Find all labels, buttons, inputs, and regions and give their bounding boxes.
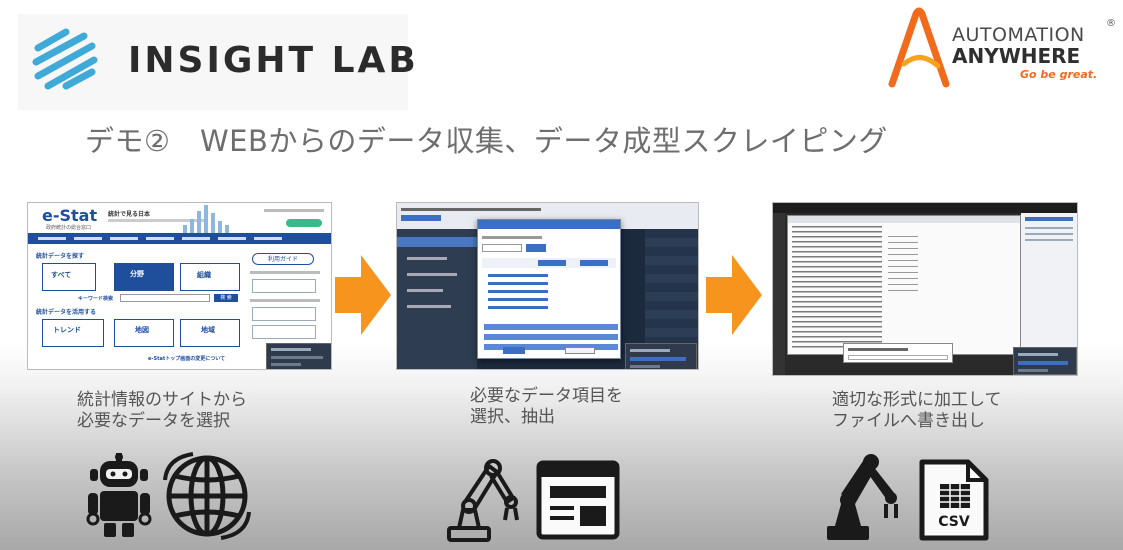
estat-top-links[interactable] bbox=[264, 209, 324, 212]
automation-anywhere-logo: AUTOMATION ANYWHERE Go be great. ® bbox=[880, 6, 1120, 98]
estat-side-links[interactable] bbox=[250, 271, 320, 341]
estat-tile-field[interactable]: 分野 bbox=[114, 263, 174, 291]
dialog-dropdown[interactable] bbox=[482, 244, 522, 252]
step2-caption-line1: 必要なデータ項目を bbox=[470, 386, 623, 406]
csv-output-screenshot bbox=[772, 202, 1078, 376]
estat-tile-org[interactable]: 組織 bbox=[180, 263, 240, 291]
dialog-column-header bbox=[482, 258, 616, 268]
csv-text-lines bbox=[792, 226, 882, 350]
estat-login-button[interactable] bbox=[286, 219, 322, 227]
robot-arm-icon bbox=[447, 459, 519, 542]
step3-caption-line2: ファイルへ書き出し bbox=[832, 411, 985, 431]
automation-anywhere-a-icon bbox=[888, 7, 950, 88]
estat-tile-map-label: 地図 bbox=[135, 326, 149, 334]
aa-wordmark-line1: AUTOMATION bbox=[952, 24, 1085, 46]
estat-use-heading: 統計データを活用する bbox=[36, 309, 97, 316]
dialog-cancel-button[interactable] bbox=[565, 347, 595, 354]
robot-icon bbox=[86, 453, 152, 537]
estat-tile-all[interactable]: すべて bbox=[42, 263, 96, 291]
estat-bar-graphic-icon bbox=[183, 205, 229, 233]
item-selection-dialog bbox=[477, 219, 621, 359]
globe-icon bbox=[163, 452, 251, 540]
insight-lab-stripes-icon bbox=[32, 28, 98, 90]
dialog-title-bar bbox=[478, 220, 620, 229]
step1-caption-line1: 統計情報のサイトから bbox=[77, 390, 247, 410]
estat-tile-field-label: 分野 bbox=[130, 270, 144, 278]
estat-header: e-Stat 政府統計の総合窓口 統計で見る日本 bbox=[28, 203, 331, 233]
step3-caption-line1: 適切な形式に加工して bbox=[832, 390, 1002, 410]
robot-arm-icon-2 bbox=[827, 454, 898, 540]
estat-tile-all-label: すべて bbox=[51, 271, 72, 279]
step1-caption: 統計情報のサイトから 必要なデータを選択 bbox=[77, 390, 247, 432]
bot-status-panel-3 bbox=[1013, 347, 1077, 375]
data-selection-screenshot bbox=[396, 202, 699, 370]
dialog-checkbox-list[interactable] bbox=[488, 274, 548, 314]
estat-nav-items bbox=[38, 237, 288, 240]
estat-bot-panel bbox=[266, 343, 331, 369]
estat-desc-line bbox=[108, 219, 208, 222]
csv-file-icon: CSV bbox=[918, 458, 990, 542]
estat-subtitle: 政府統計の総合窓口 bbox=[46, 225, 92, 231]
estat-tile-trend[interactable]: トレンド bbox=[42, 319, 104, 347]
text-editor-window bbox=[787, 215, 1021, 355]
estat-search-button[interactable]: 検 索 bbox=[214, 294, 238, 302]
insight-lab-logo: INSIGHT LAB bbox=[18, 14, 416, 110]
left-list bbox=[397, 229, 477, 369]
estat-tile-map[interactable]: 地図 bbox=[114, 319, 174, 347]
estat-guide-button[interactable]: 利用ガイド bbox=[252, 253, 314, 265]
dialog-dropdown-button[interactable] bbox=[526, 244, 546, 252]
save-dialog bbox=[843, 343, 953, 363]
estat-tile-region[interactable]: 地域 bbox=[180, 319, 240, 347]
csv-label: CSV bbox=[938, 514, 970, 530]
step2-caption: 必要なデータ項目を 選択、抽出 bbox=[470, 386, 623, 428]
estat-heading: 統計で見る日本 bbox=[108, 211, 151, 218]
estat-tile-region-label: 地域 bbox=[201, 326, 215, 334]
estat-screenshot: e-Stat 政府統計の総合窓口 統計で見る日本 統計データを探す すべて 分野… bbox=[27, 202, 332, 370]
step2-caption-line2: 選択、抽出 bbox=[470, 407, 555, 427]
estat-keyword-label: キーワード検索 bbox=[78, 296, 114, 302]
estat-tile-trend-label: トレンド bbox=[53, 326, 81, 334]
bot-status-panel-2 bbox=[625, 343, 697, 369]
insight-lab-text: INSIGHT LAB bbox=[128, 40, 419, 81]
estat-search-heading: 統計データを探す bbox=[36, 253, 85, 260]
aa-tagline: Go be great. bbox=[1020, 68, 1098, 81]
estat-news-title: e-Statトップ画面の変更について bbox=[148, 356, 226, 362]
estat-keyword-input[interactable] bbox=[120, 294, 210, 302]
process-arrow-1 bbox=[335, 255, 391, 335]
registered-mark: ® bbox=[1106, 18, 1116, 29]
estat-tile-org-label: 組織 bbox=[197, 271, 211, 279]
step1-caption-line2: 必要なデータを選択 bbox=[77, 411, 230, 431]
process-arrow-2 bbox=[706, 255, 762, 335]
estat-logo: e-Stat bbox=[42, 206, 98, 225]
step3-caption: 適切な形式に加工して ファイルへ書き出し bbox=[832, 390, 1002, 432]
left-sidebar bbox=[773, 213, 785, 375]
web-page-icon bbox=[536, 460, 620, 540]
estat-nav-bar[interactable] bbox=[28, 233, 331, 244]
dialog-ok-button[interactable] bbox=[503, 347, 525, 354]
desktop-top-bar bbox=[773, 203, 1077, 213]
aa-wordmark-line2: ANYWHERE bbox=[952, 44, 1081, 68]
slide-title: デモ② WEBからのデータ収集、データ成型スクレイピング bbox=[85, 124, 888, 158]
